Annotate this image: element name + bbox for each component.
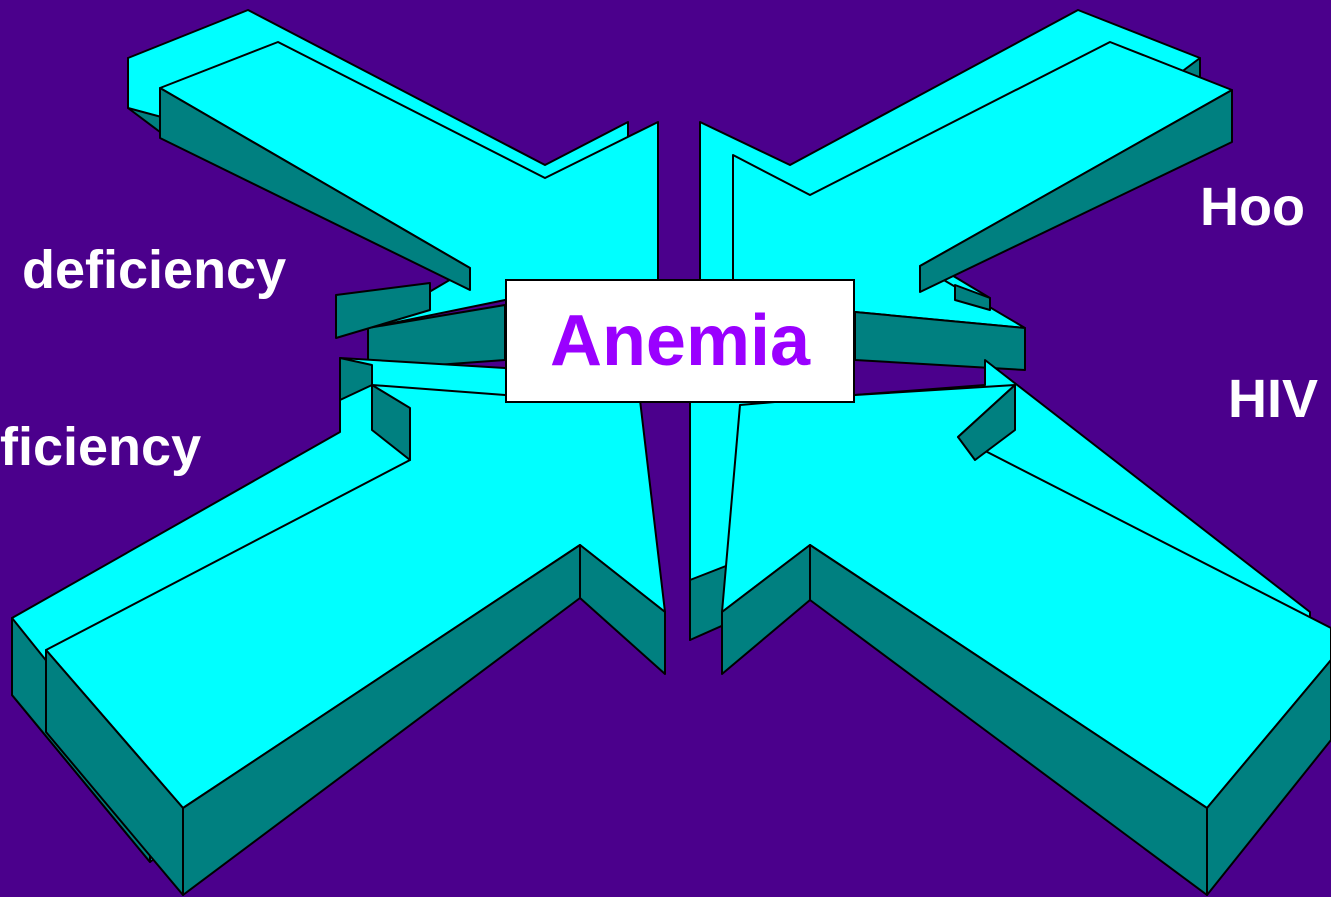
center-label: Anemia — [550, 305, 810, 377]
cause-label-middle-right: HIV — [1228, 372, 1318, 426]
cause-label-bottom-left: ficiency — [0, 420, 201, 474]
cause-label-top-right: Hoo — [1200, 180, 1305, 234]
center-label-box: Anemia — [505, 279, 855, 403]
cause-label-top-left: deficiency — [22, 243, 286, 297]
